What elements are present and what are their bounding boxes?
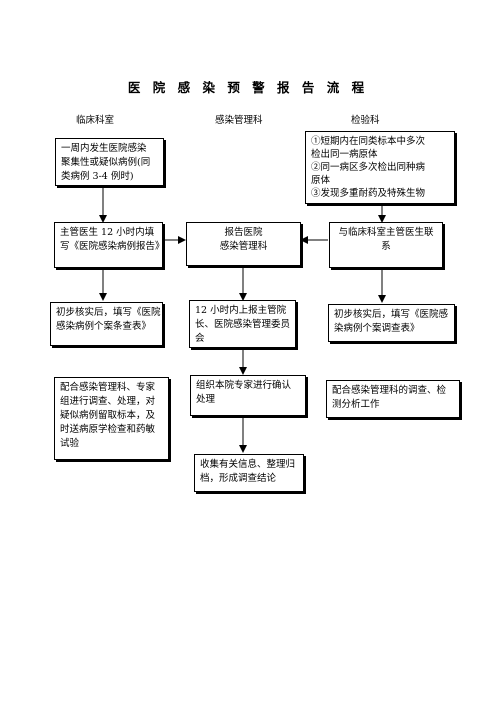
page-title: 医 院 感 染 预 警 报 告 流 程 — [127, 80, 369, 95]
node-cluster-detected: 一周内发生医院感染 聚集性或疑似病例(同 类病例 3-4 例时) — [55, 138, 164, 186]
node-lab-case-form: 初步核实后，填写《医院感 染病例个案调查表》 — [328, 304, 455, 342]
node-report-12h: 12 小时内上报主管院 长、医院感染管理委员 会 — [189, 300, 296, 348]
node-clinic-cooperate: 配合感染管理科、专家 组进行调查、处理，对 疑似病例留取标本，及 时送病原学检查… — [54, 377, 169, 460]
column-header-laboratory: 检验科 — [351, 115, 380, 126]
node-lab-contact-clinic: 与临床科室主管医生联 系 — [329, 222, 443, 268]
node-collect-archive: 收集有关信息、整理归 档，形成调查结论 — [194, 454, 304, 492]
node-expert-confirm: 组织本院专家进行确认 处理 — [190, 375, 306, 416]
node-report-to-infection-control: 报告医院 感染管理科 — [186, 222, 301, 266]
node-lab-cooperate: 配合感染管理科的调查、检 测分析工作 — [326, 380, 460, 418]
node-lab-triggers: ①短期内在同类标本中多次 检出同一病原体 ②同一病区多次检出同种病 原体 ③发现… — [305, 131, 455, 204]
node-doctor-report: 主管医生 12 小时内填 写《医院感染病例报告》 — [54, 222, 165, 268]
column-header-infection-control: 感染管理科 — [215, 115, 263, 126]
node-clinic-case-form: 初步核实后，填写《医院 感染病例个案条查表》 — [50, 302, 163, 346]
column-header-clinical: 临床科室 — [76, 115, 115, 126]
